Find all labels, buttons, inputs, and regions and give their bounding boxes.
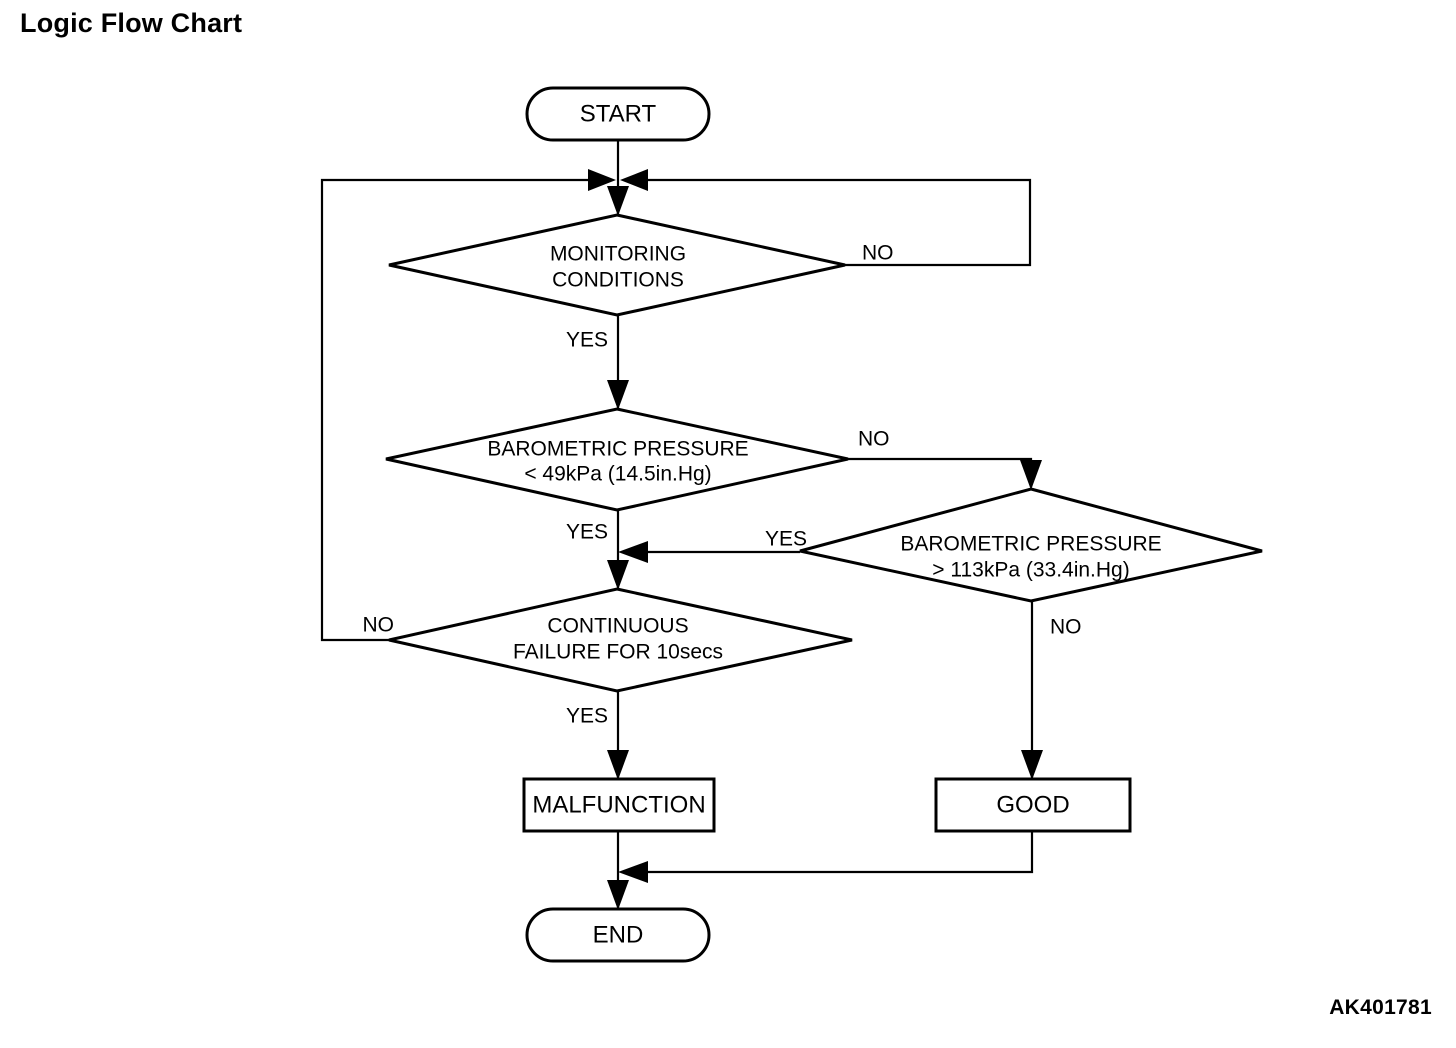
press-high-label-line1: BAROMETRIC PRESSURE [900, 533, 1161, 556]
arrowhead-press-high-yes [618, 541, 648, 563]
arrowhead-into-monitoring [607, 186, 629, 216]
end-shape [525, 907, 711, 963]
node-end[interactable]: END [525, 907, 711, 963]
press-high-shape [799, 487, 1263, 603]
press-low-label-line1: BAROMETRIC PRESSURE [487, 438, 748, 461]
start-label: START [580, 100, 657, 127]
branch-label-monitoring-no: NO [862, 242, 894, 265]
arrowhead-into-good [1021, 750, 1043, 780]
arrowhead-left-loop-junction [588, 169, 616, 191]
monitoring-label-line2: CONDITIONS [552, 269, 684, 292]
branch-label-cont-fail-no: NO [363, 614, 395, 637]
malfunction-label: MALFUNCTION [532, 791, 705, 818]
monitoring-shape [388, 213, 846, 317]
monitoring-label-line1: MONITORING [550, 243, 686, 266]
cont-fail-label-line2: FAILURE FOR 10secs [513, 641, 723, 664]
arrowhead-good-join [618, 861, 648, 883]
node-malfunction[interactable]: MALFUNCTION [522, 777, 716, 833]
arrowhead-right-loop-junction [620, 169, 648, 191]
arrowhead-into-cont-fail [607, 560, 629, 590]
branch-label-press-high-no: NO [1050, 616, 1082, 639]
start-shape [525, 86, 711, 142]
arrowhead-into-malfunction [607, 750, 629, 780]
arrowhead-into-press-high [1020, 460, 1042, 490]
edge-monitoring-no-loop [640, 178, 1032, 267]
cont-fail-shape [388, 587, 853, 693]
cont-fail-label-line1: CONTINUOUS [547, 615, 688, 638]
press-low-shape [385, 407, 849, 512]
edge-cont-fail-no-loop [320, 178, 598, 642]
branch-label-monitoring-yes: YES [566, 329, 608, 352]
arrowhead-into-press-low [607, 380, 629, 410]
malfunction-shape [522, 777, 716, 833]
branch-label-cont-fail-yes: YES [566, 705, 608, 728]
node-good[interactable]: GOOD [934, 777, 1132, 833]
branch-label-press-high-yes: YES [765, 528, 807, 551]
arrowhead-into-end [607, 880, 629, 910]
branch-label-press-low-no: NO [858, 428, 890, 451]
press-low-label-line2: < 49kPa (14.5in.Hg) [524, 463, 711, 486]
node-barometric-pressure-low[interactable]: BAROMETRIC PRESSURE < 49kPa (14.5in.Hg) [385, 407, 849, 512]
page-title: Logic Flow Chart [20, 8, 243, 38]
good-label: GOOD [996, 791, 1069, 818]
press-high-label-line2: > 113kPa (33.4in.Hg) [932, 559, 1129, 582]
node-start[interactable]: START [525, 86, 711, 142]
edge-good-to-end [640, 831, 1034, 874]
node-continuous-failure[interactable]: CONTINUOUS FAILURE FOR 10secs [388, 587, 853, 693]
end-label: END [593, 921, 644, 948]
good-shape [934, 777, 1132, 833]
node-barometric-pressure-high[interactable]: BAROMETRIC PRESSURE > 113kPa (33.4in.Hg) [799, 487, 1263, 603]
edge-press-low-no [848, 457, 1033, 487]
branch-label-press-low-yes: YES [566, 521, 608, 544]
figure-id: AK401781 [1329, 996, 1432, 1019]
node-monitoring-conditions[interactable]: MONITORING CONDITIONS [388, 213, 846, 317]
